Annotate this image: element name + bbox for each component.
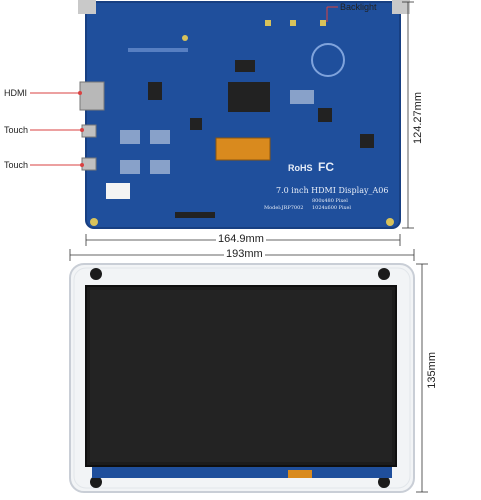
model-name: Model:JRP7002 <box>264 205 304 211</box>
chip <box>148 82 162 100</box>
pcb-mount-tab <box>78 0 96 14</box>
chip <box>360 134 374 148</box>
touch-label-2: Touch <box>4 160 29 170</box>
pixel-800: 800x480 Pixel <box>312 198 348 204</box>
touch-connector <box>81 124 97 138</box>
hdmi-label: HDMI <box>4 88 27 98</box>
product-name: 7.0 inch HDMI Display_A06 <box>276 186 389 195</box>
case-screw <box>378 268 390 280</box>
pcb-mount-tab <box>392 0 410 14</box>
fpc-connector <box>215 137 271 161</box>
touch-connector <box>81 157 97 171</box>
case-screw <box>90 268 102 280</box>
touch-label-1: Touch <box>4 125 29 135</box>
pcb-height-label: 124.27mm <box>412 90 424 146</box>
pcb-width-label: 164.9mm <box>216 233 266 245</box>
rohs-mark: RoHS <box>288 163 313 173</box>
fc-mark: FC <box>318 160 334 174</box>
backlight-label: Backlight <box>340 2 377 12</box>
case-height-label: 135mm <box>426 350 438 391</box>
chip <box>235 60 255 72</box>
chip <box>318 108 332 122</box>
pcb-screw-hole <box>90 218 98 226</box>
case-width-label: 193mm <box>224 248 265 260</box>
chip <box>190 118 202 130</box>
case-screw <box>90 476 102 488</box>
case-screw <box>378 476 390 488</box>
hdmi-connector <box>79 81 105 111</box>
pcb-screw-hole <box>386 218 394 226</box>
pcb-screw-hole <box>182 35 188 41</box>
buzzer <box>311 43 345 77</box>
main-chip <box>228 82 270 112</box>
pixel-1024: 1024x600 Pixel <box>312 205 352 211</box>
white-label <box>106 183 130 199</box>
